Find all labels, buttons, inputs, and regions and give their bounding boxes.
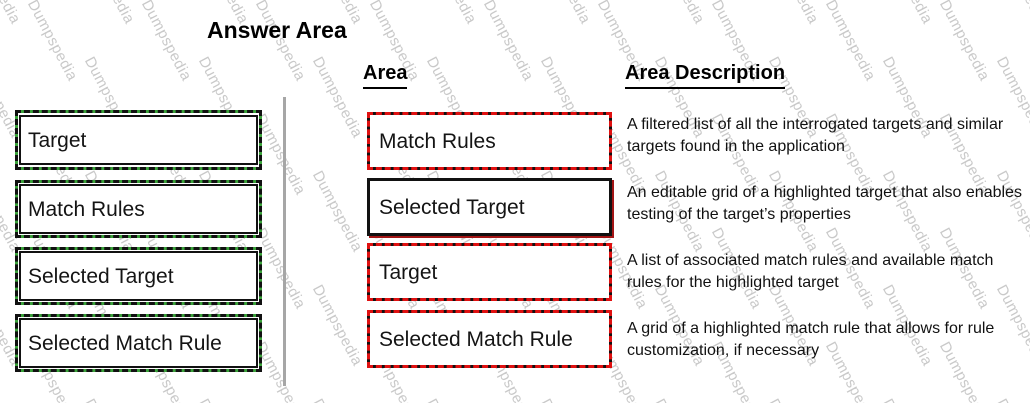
answer-slot-value: Selected Target [379, 195, 525, 219]
area-column-header: Area [363, 62, 408, 89]
source-item-match-rules[interactable]: Match Rules [15, 180, 262, 238]
source-item-selected-match-rule[interactable]: Selected Match Rule [15, 314, 262, 372]
area-description-3: A list of associated match rules and ava… [627, 252, 994, 291]
answer-slot-1[interactable]: Match Rules [367, 112, 612, 170]
answer-slot-3[interactable]: Target [367, 243, 612, 301]
source-item-inner-box: Selected Target [19, 251, 258, 301]
answer-slot-4[interactable]: Selected Match Rule [367, 310, 612, 368]
source-item-inner-box: Target [19, 115, 258, 165]
description-column-header: Area Description [625, 62, 786, 89]
area-description-1: A filtered list of all the interrogated … [627, 116, 1004, 155]
area-description-2: An editable grid of a highlighted target… [627, 184, 1022, 223]
column-divider [283, 97, 286, 386]
answer-slot-2[interactable]: Selected Target [367, 178, 612, 236]
source-item-label: Selected Match Rule [28, 331, 222, 355]
source-item-selected-target[interactable]: Selected Target [15, 247, 262, 305]
answer-slot-value: Selected Match Rule [379, 327, 573, 351]
source-item-inner-box: Selected Match Rule [19, 318, 258, 368]
source-item-label: Selected Target [28, 264, 174, 288]
answer-slot-value: Match Rules [379, 129, 496, 153]
source-item-target[interactable]: Target [15, 110, 262, 170]
answer-area-title: Answer Area [207, 17, 347, 43]
source-item-label: Target [28, 128, 87, 152]
source-item-inner-box: Match Rules [19, 184, 258, 234]
source-item-label: Match Rules [28, 197, 145, 221]
answer-slot-value: Target [379, 260, 438, 284]
area-description-4: A grid of a highlighted match rule that … [627, 320, 995, 359]
